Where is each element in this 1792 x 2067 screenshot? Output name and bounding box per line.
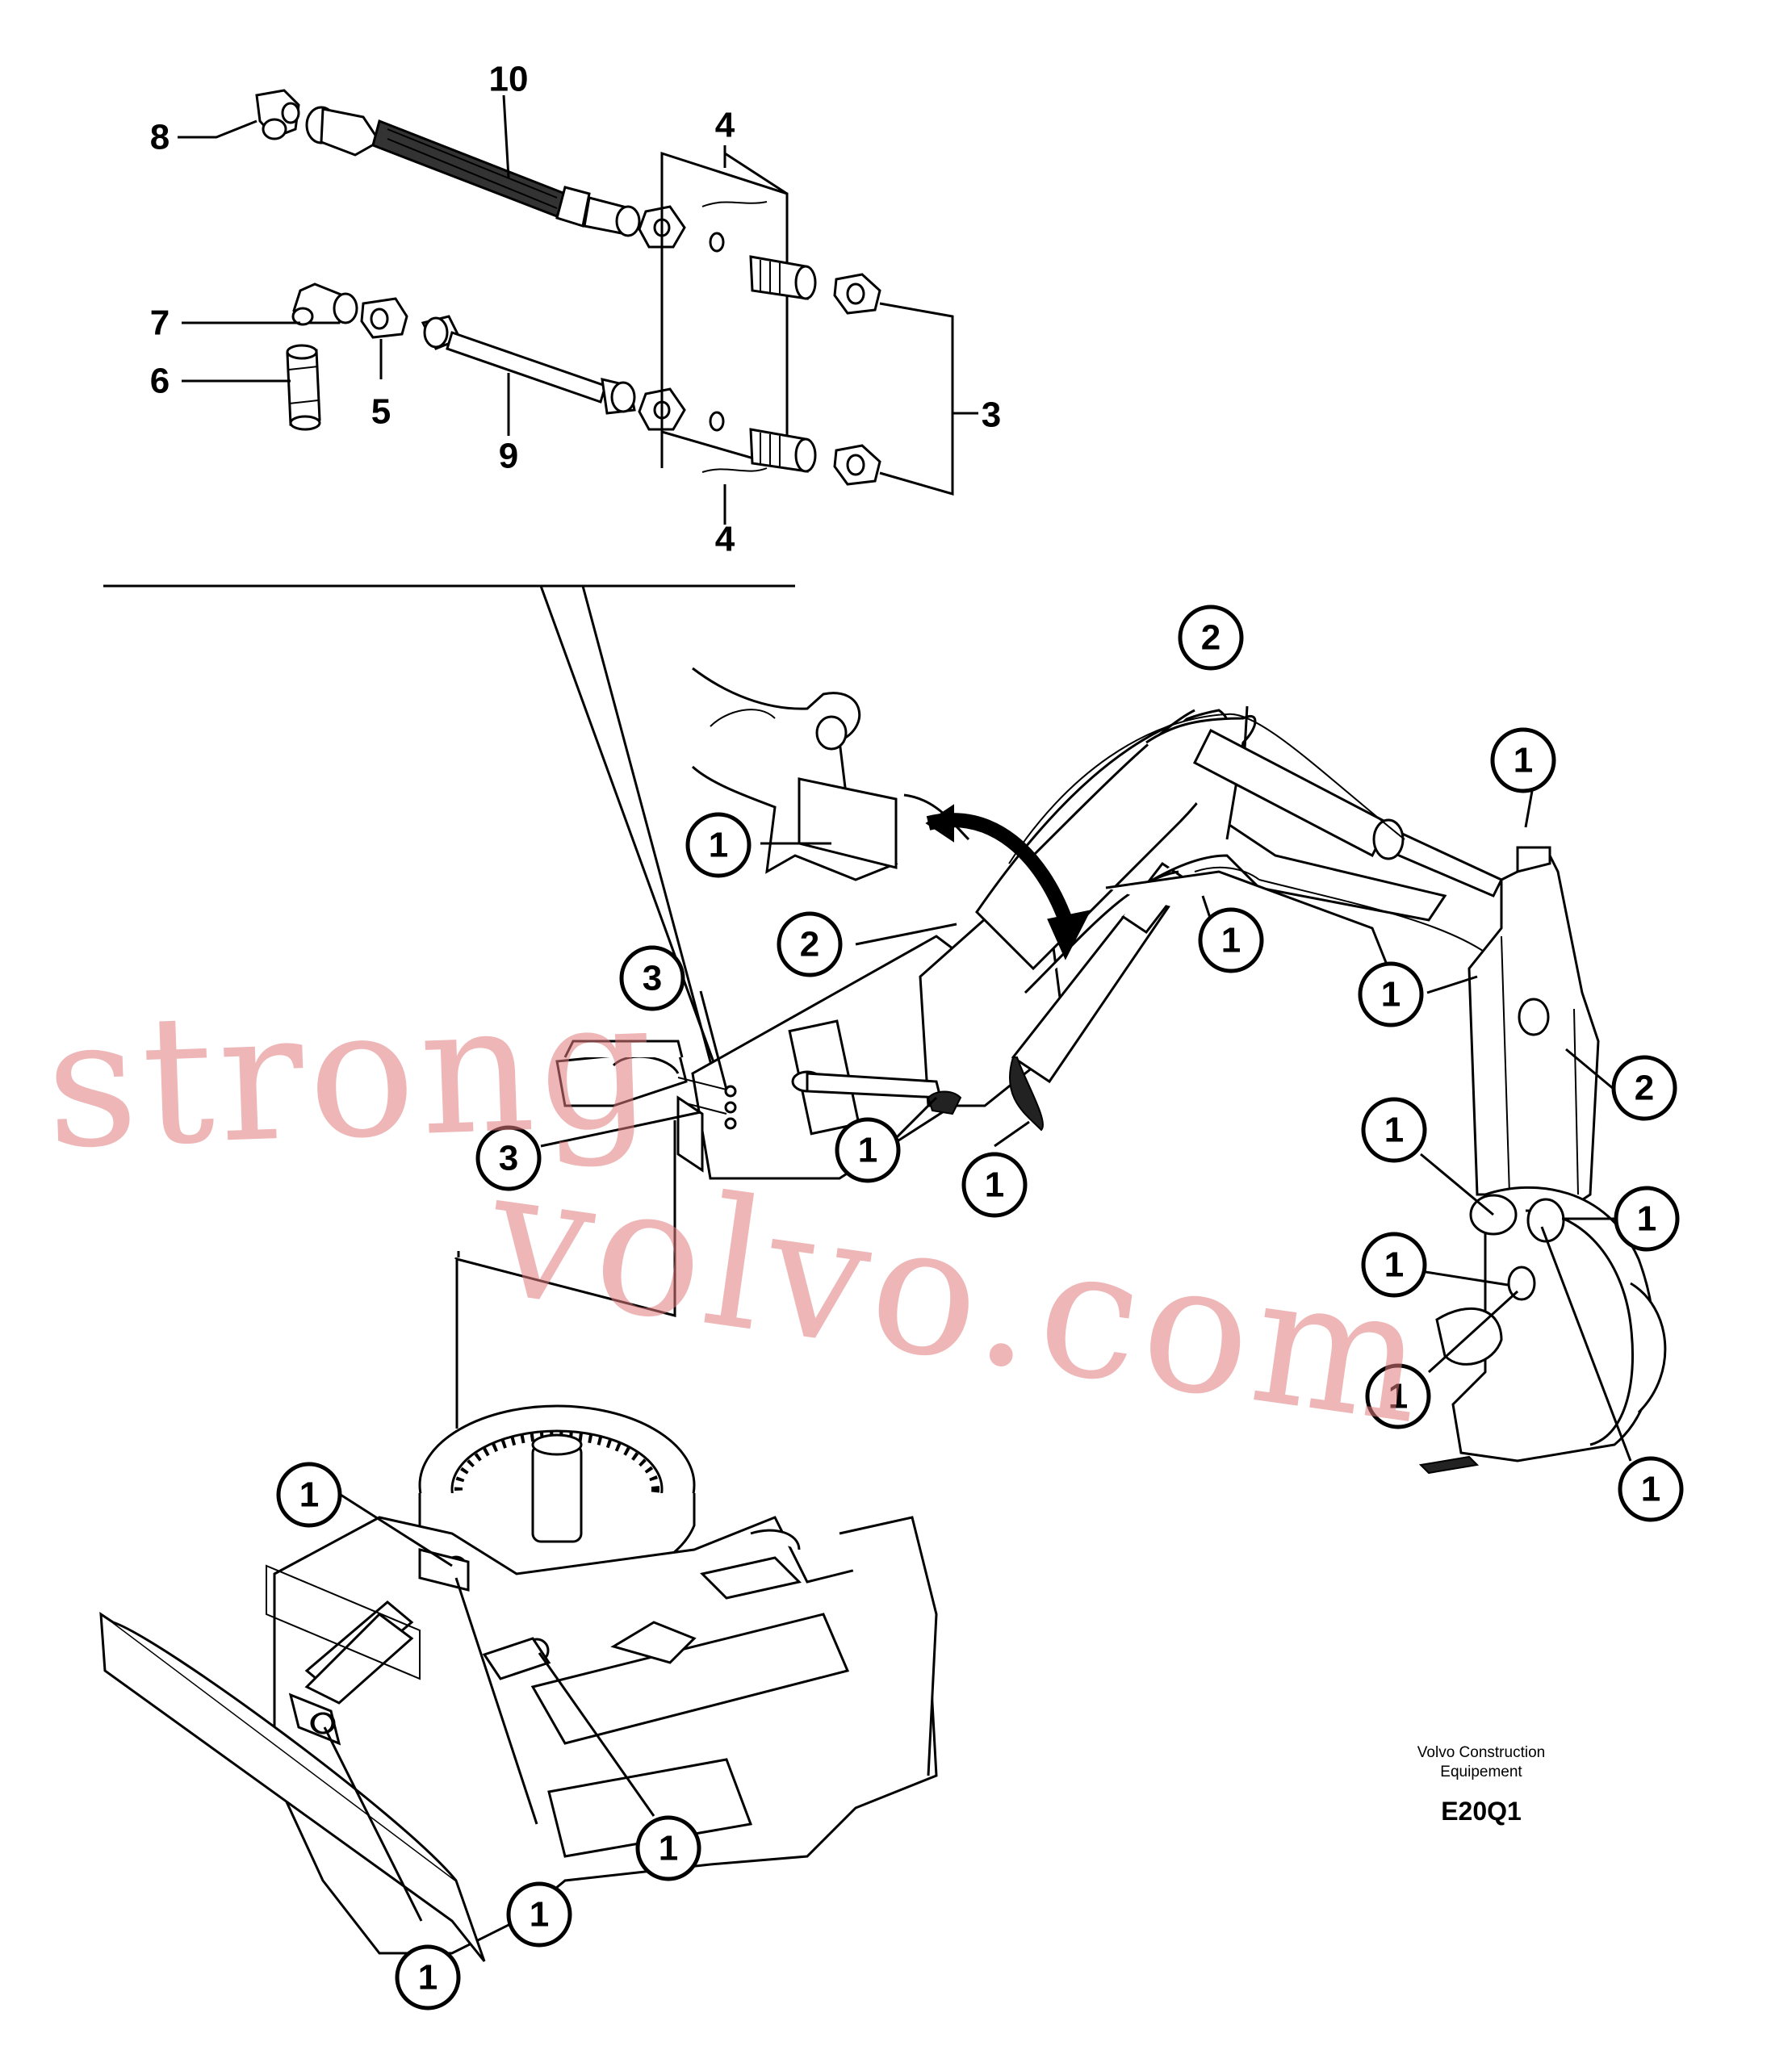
callout-bubble-1-slew-left: 1 <box>276 1462 342 1528</box>
callout-bubble-1-bucket-a: 1 <box>1361 1097 1427 1163</box>
callout-bubble-3-upper: 3 <box>619 945 685 1011</box>
elbow-fitting-7 <box>291 282 358 326</box>
callout-bubble-1-frame-right: 1 <box>635 1815 701 1881</box>
callout-1-bucket-c: 1 <box>1384 1245 1404 1285</box>
callout-1-arm-pivot: 1 <box>1381 975 1401 1015</box>
callout-bubble-1-cylinder: 1 <box>961 1152 1028 1218</box>
callout-bubble-1-frame-mid: 1 <box>506 1881 572 1948</box>
reference-block: Volvo Construction Equipement E20Q1 <box>1340 1743 1622 1826</box>
callout-1-bucket-d: 1 <box>1388 1377 1408 1416</box>
callout-1-arm-top: 1 <box>1514 741 1533 780</box>
callout-1-bucket-b: 1 <box>1637 1199 1656 1239</box>
adapter-5 <box>360 297 408 339</box>
callout-2-arm: 2 <box>1635 1069 1654 1108</box>
callout-4-bottom: 4 <box>715 520 735 559</box>
callout-1-bucket-e: 1 <box>1641 1470 1660 1509</box>
elbow-fitting-8 <box>255 89 300 140</box>
callout-bubble-1-bracket: 1 <box>835 1117 901 1183</box>
callout-bubble-2-boom-top: 2 <box>1178 605 1244 671</box>
callout-bubble-3-lower: 3 <box>475 1125 542 1191</box>
callout-bubble-1-bucket-d: 1 <box>1365 1363 1431 1429</box>
callout-bubble-1-arm-top: 1 <box>1490 727 1556 793</box>
callout-1-blade: 1 <box>418 1958 438 1998</box>
callout-3-upper: 3 <box>643 959 662 998</box>
callout-9: 9 <box>499 437 518 476</box>
callout-1-cylinder: 1 <box>985 1165 1004 1205</box>
callout-6: 6 <box>150 362 170 401</box>
callout-4-top: 4 <box>715 106 735 145</box>
nipple-6 <box>286 344 321 431</box>
callout-1-bracket: 1 <box>858 1131 877 1170</box>
callout-8: 8 <box>150 118 170 157</box>
callout-5: 5 <box>371 392 391 432</box>
callout-3-top: 3 <box>982 395 1001 435</box>
callout-2-boom-top: 2 <box>1201 618 1220 658</box>
company-line-1: Volvo Construction <box>1417 1744 1546 1761</box>
callout-1-inset: 1 <box>709 826 728 865</box>
callout-bubble-1-blade: 1 <box>395 1944 461 2011</box>
company-line-2: Equipement <box>1440 1764 1522 1780</box>
fitting-3-lower <box>833 444 881 486</box>
braided-hose-10 <box>305 106 641 237</box>
watermark-line-1: strong <box>43 960 661 1188</box>
callout-bubble-1-bucket-c: 1 <box>1361 1232 1427 1298</box>
callout-2-inset: 2 <box>800 925 819 964</box>
callout-1-slew-left: 1 <box>299 1475 319 1515</box>
detail-inset-boom-pivot <box>691 667 1091 960</box>
fitting-3-upper <box>833 273 881 315</box>
callout-7: 7 <box>150 303 170 343</box>
callout-bubble-1-boom-hose: 1 <box>1198 907 1264 973</box>
callout-bubble-2-inset: 2 <box>777 911 843 977</box>
callout-1-frame-right: 1 <box>659 1829 678 1868</box>
callout-bubble-1-inset: 1 <box>685 812 752 878</box>
callout-1-frame-mid: 1 <box>530 1895 549 1935</box>
mounting-plate-4 <box>660 151 817 473</box>
swivel-bracket-assembly <box>555 1040 737 1173</box>
pipe-9 <box>421 315 636 415</box>
watermark-line-2: volvo.com <box>478 1128 1441 1464</box>
callout-3-lower: 3 <box>499 1139 518 1178</box>
callout-1-boom-hose: 1 <box>1221 921 1241 960</box>
callout-10: 10 <box>489 60 529 99</box>
undercarriage-frame <box>99 1516 938 1962</box>
callout-bubble-1-bucket-e: 1 <box>1618 1456 1684 1522</box>
callout-bubble-1-arm-pivot: 1 <box>1358 961 1424 1027</box>
diagram-code: E20Q1 <box>1441 1797 1522 1826</box>
callout-bubble-2-arm: 2 <box>1611 1055 1677 1121</box>
callout-1-bucket-a: 1 <box>1384 1111 1404 1150</box>
callout-bubble-1-bucket-b: 1 <box>1614 1186 1680 1252</box>
